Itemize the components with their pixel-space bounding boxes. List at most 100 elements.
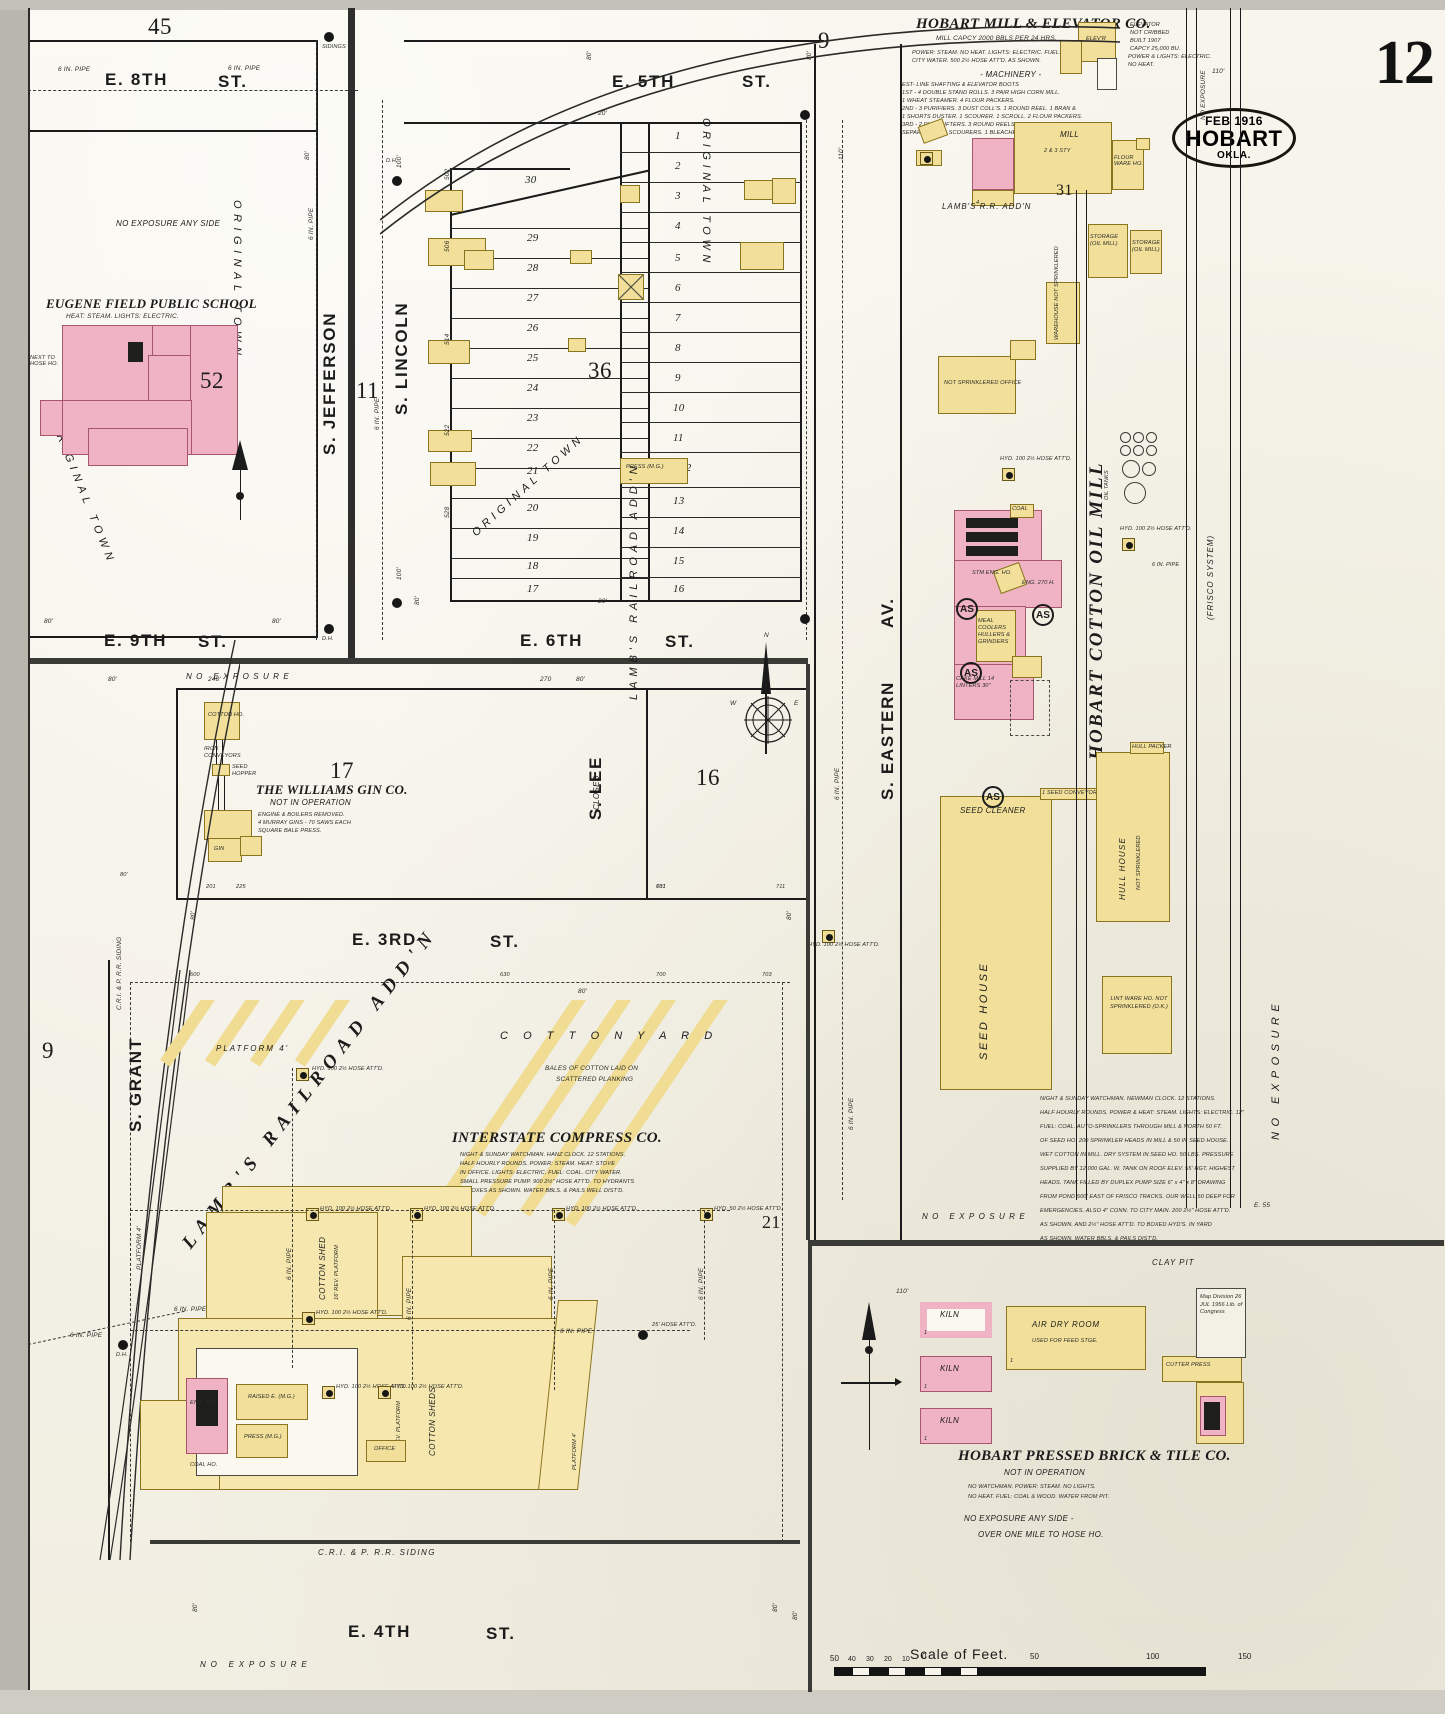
hydrant-yard-8 xyxy=(378,1386,391,1399)
mill-machinery-0: EST- LINE SHAFTING & ELEVATOR BOOTS xyxy=(902,82,1019,88)
oil-note-4: WET COTTON IN MILL. DRY SYSTEM IN SEED H… xyxy=(1040,1152,1234,1158)
dim-703: 703 xyxy=(762,972,772,978)
mill-machinery-4: 1 SHORTS DUSTER. 1 SCOURER. 1 SCROLL. 2 … xyxy=(902,114,1083,120)
dim-600: 600 xyxy=(190,972,200,978)
lot36-label-16: 16 xyxy=(673,583,685,595)
hydrant-yard-4-label: HYD. 100 2½ HOSE ATT'D. xyxy=(566,1206,638,1212)
street-label-e3rd: E. 3RD xyxy=(352,930,417,949)
dh-dot-1 xyxy=(324,32,334,42)
oil-note-0: NIGHT & SUNDAY WATCHMAN. NEWMAN CLOCK. 1… xyxy=(1040,1096,1216,1102)
railroad-sidings xyxy=(99,640,240,1560)
oil-mill-engine-area: ENG. 270 H. xyxy=(1022,580,1055,586)
sprinkler-badge-2: AS xyxy=(956,598,978,620)
street-suffix-e5th: ST. xyxy=(742,72,772,91)
gin-status: NOT IN OPERATION xyxy=(270,798,351,807)
dim-110-brick: 110' xyxy=(896,1288,909,1295)
b36-bldg-c xyxy=(772,178,796,204)
lot-label-20: 20 xyxy=(527,502,539,514)
map-division-stamp: Map Division 26 JUL 1956 Lib. of Congres… xyxy=(1200,1294,1243,1316)
block16-left xyxy=(646,688,648,898)
lot-building-c xyxy=(464,250,494,270)
hydrant-yard-8-label: HYD. 100 2½ HOSE ATT'D. xyxy=(392,1384,464,1390)
lot36-label-5: 5 xyxy=(675,252,681,264)
compass-n: N xyxy=(764,632,769,639)
dim-201: 201 xyxy=(206,884,216,890)
gin-label: GIN xyxy=(214,846,225,852)
oil-note-7: FROM POND 500' EAST OF FRISCO TRACKS. OU… xyxy=(1040,1194,1235,1200)
hydrant-2 xyxy=(1002,468,1015,481)
elevator-short-label: ELEV'R xyxy=(1086,36,1107,42)
oil-mill-boiler-2 xyxy=(966,532,1018,542)
no-exposure-brick-top: NO EXPOSURE xyxy=(922,1212,1030,1221)
mill-track-1 xyxy=(1076,190,1078,1200)
lot-divider-l9 xyxy=(450,468,649,469)
block11-top-angle-start xyxy=(450,168,570,170)
dim-631: 631 xyxy=(656,884,666,890)
mill-machinery-3: 2ND - 3 PURIFIERS. 3 DUST COLL'S. 1 ROUN… xyxy=(902,106,1076,112)
hydrant-yard-5 xyxy=(700,1208,713,1221)
gin-company-name: THE WILLIAMS GIN CO. xyxy=(256,782,408,797)
cutter-press-label: CUTTER PRESS xyxy=(1166,1362,1211,1368)
b36-bldg-e xyxy=(620,458,688,484)
kiln-3 xyxy=(920,1408,992,1444)
elevator-head-house xyxy=(1097,58,1117,90)
air-dry-room-label: AIR DRY ROOM xyxy=(1032,1320,1100,1329)
brick-no-exposure: NO EXPOSURE ANY SIDE - xyxy=(964,1514,1074,1523)
street-label-lincoln: S. LINCOLN xyxy=(392,301,411,415)
e5th-bottom-line xyxy=(404,122,620,124)
elevator-label: ELEVATOR xyxy=(1130,22,1160,28)
lot-building-e xyxy=(428,340,470,364)
grant-curb xyxy=(108,960,110,1560)
hull-house xyxy=(1096,752,1170,922)
compass-w: W xyxy=(730,700,737,707)
block36-bottom-line xyxy=(620,600,802,602)
block-number-31: 31 xyxy=(1056,182,1073,199)
block11-right-line xyxy=(648,122,650,600)
block36-right-line xyxy=(800,122,802,600)
warehouse-label: WAREHOUSE NOT SPRINKLERED xyxy=(1054,246,1060,340)
hydrant-1 xyxy=(920,152,933,165)
oil-mill-dashed-area xyxy=(1010,680,1050,736)
addition-label-lambs-rr-2: LAMB'S RAILROAD ADD'N xyxy=(628,461,640,700)
oil-note-3: OF SEED HO. 200 SPRINKLER HEADS IN MILL … xyxy=(1040,1138,1229,1144)
lot-label-27: 27 xyxy=(527,292,539,304)
lot-divider-l12 xyxy=(450,558,649,559)
e6th-street-band xyxy=(28,658,808,664)
dh-label-1: SIDINGS xyxy=(322,44,346,50)
platform-stripe-3 xyxy=(250,1000,445,1067)
pipe-right-label: 6 IN. PIPE xyxy=(1152,562,1180,568)
lot36-label-2: 2 xyxy=(675,160,681,172)
office-not-sprinklered xyxy=(938,356,1016,414)
oil-note-5: SUPPLIED BY 12,000 GAL. W. TANK ON ROOF … xyxy=(1040,1166,1235,1172)
compress-note-3: SMALL PRESSURE PUMP. 900 2½" HOSE ATT'D.… xyxy=(460,1179,635,1185)
compress-water-branch-4 xyxy=(292,1068,293,1368)
mill-machinery-title: - MACHINERY - xyxy=(980,70,1042,79)
oil-mill-coal-label: COAL xyxy=(1012,506,1028,512)
gin-detail-1: ENGINE & BOILERS REMOVED. xyxy=(258,812,345,818)
pipe-label-compress-7: 6 IN. PIPE xyxy=(70,1332,103,1339)
lot-divider-r10 xyxy=(620,422,801,423)
street-status-lee: CLOSED xyxy=(592,775,601,810)
office-label: NOT SPRINKLERED OFFICE xyxy=(944,380,1022,386)
dh-dot-6 xyxy=(800,614,810,624)
kiln-1-dim: 1 xyxy=(924,1330,928,1336)
lint-warehouse-label: LINT WARE HO. NOT SPRINKLERED (O.K.) xyxy=(1110,996,1168,1010)
hydrant-yard-2 xyxy=(306,1208,319,1221)
b36-bldg-d xyxy=(740,242,784,270)
north-arrow-brick xyxy=(841,1302,902,1450)
lot36-label-6: 6 xyxy=(675,282,681,294)
sheet-number: 12 xyxy=(1374,29,1435,97)
dim-e-55: E. 55 xyxy=(1254,1202,1271,1209)
lot-divider-r11 xyxy=(620,452,801,453)
kiln-1 xyxy=(920,1302,992,1338)
lot-label-17: 17 xyxy=(527,583,539,595)
compress-water-main-2 xyxy=(130,1330,690,1331)
mill-main-building xyxy=(1014,122,1112,194)
small-shed-mill xyxy=(1010,340,1036,360)
stamp-date: FEB 1916 xyxy=(1205,114,1263,128)
dh-label-2: D.H. xyxy=(322,636,334,642)
dim-20-b: 20' xyxy=(598,598,608,605)
elevator-l5: NO HEAT. xyxy=(1128,62,1155,68)
oil-mill-title: HOBART COTTON OIL MILL xyxy=(1086,461,1107,760)
